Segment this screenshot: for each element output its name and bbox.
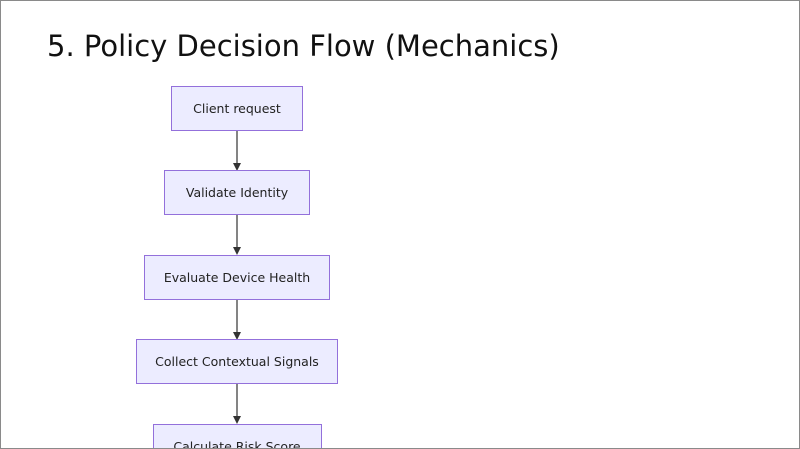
node-label-client-request: Client request: [193, 101, 281, 116]
node-label-collect-contextual-signals: Collect Contextual Signals: [155, 354, 319, 369]
node-label-calculate-risk-score: Calculate Risk Score: [173, 439, 301, 449]
node-collect-contextual-signals: Collect Contextual Signals: [136, 339, 338, 384]
edge-collect-contextual-signals-to-calculate-risk-score: [233, 384, 241, 424]
edge-evaluate-device-health-to-collect-contextual-signals: [233, 299, 241, 340]
edge-validate-identity-to-evaluate-device-health: [233, 214, 241, 255]
node-evaluate-device-health: Evaluate Device Health: [144, 255, 330, 300]
node-client-request: Client request: [171, 86, 303, 131]
node-label-validate-identity: Validate Identity: [186, 185, 289, 200]
node-label-evaluate-device-health: Evaluate Device Health: [164, 270, 310, 285]
node-validate-identity: Validate Identity: [164, 170, 310, 215]
edge-client-request-to-validate-identity: [233, 130, 241, 171]
slide-title: 5. Policy Decision Flow (Mechanics): [47, 29, 560, 63]
node-calculate-risk-score: Calculate Risk Score: [153, 424, 322, 449]
